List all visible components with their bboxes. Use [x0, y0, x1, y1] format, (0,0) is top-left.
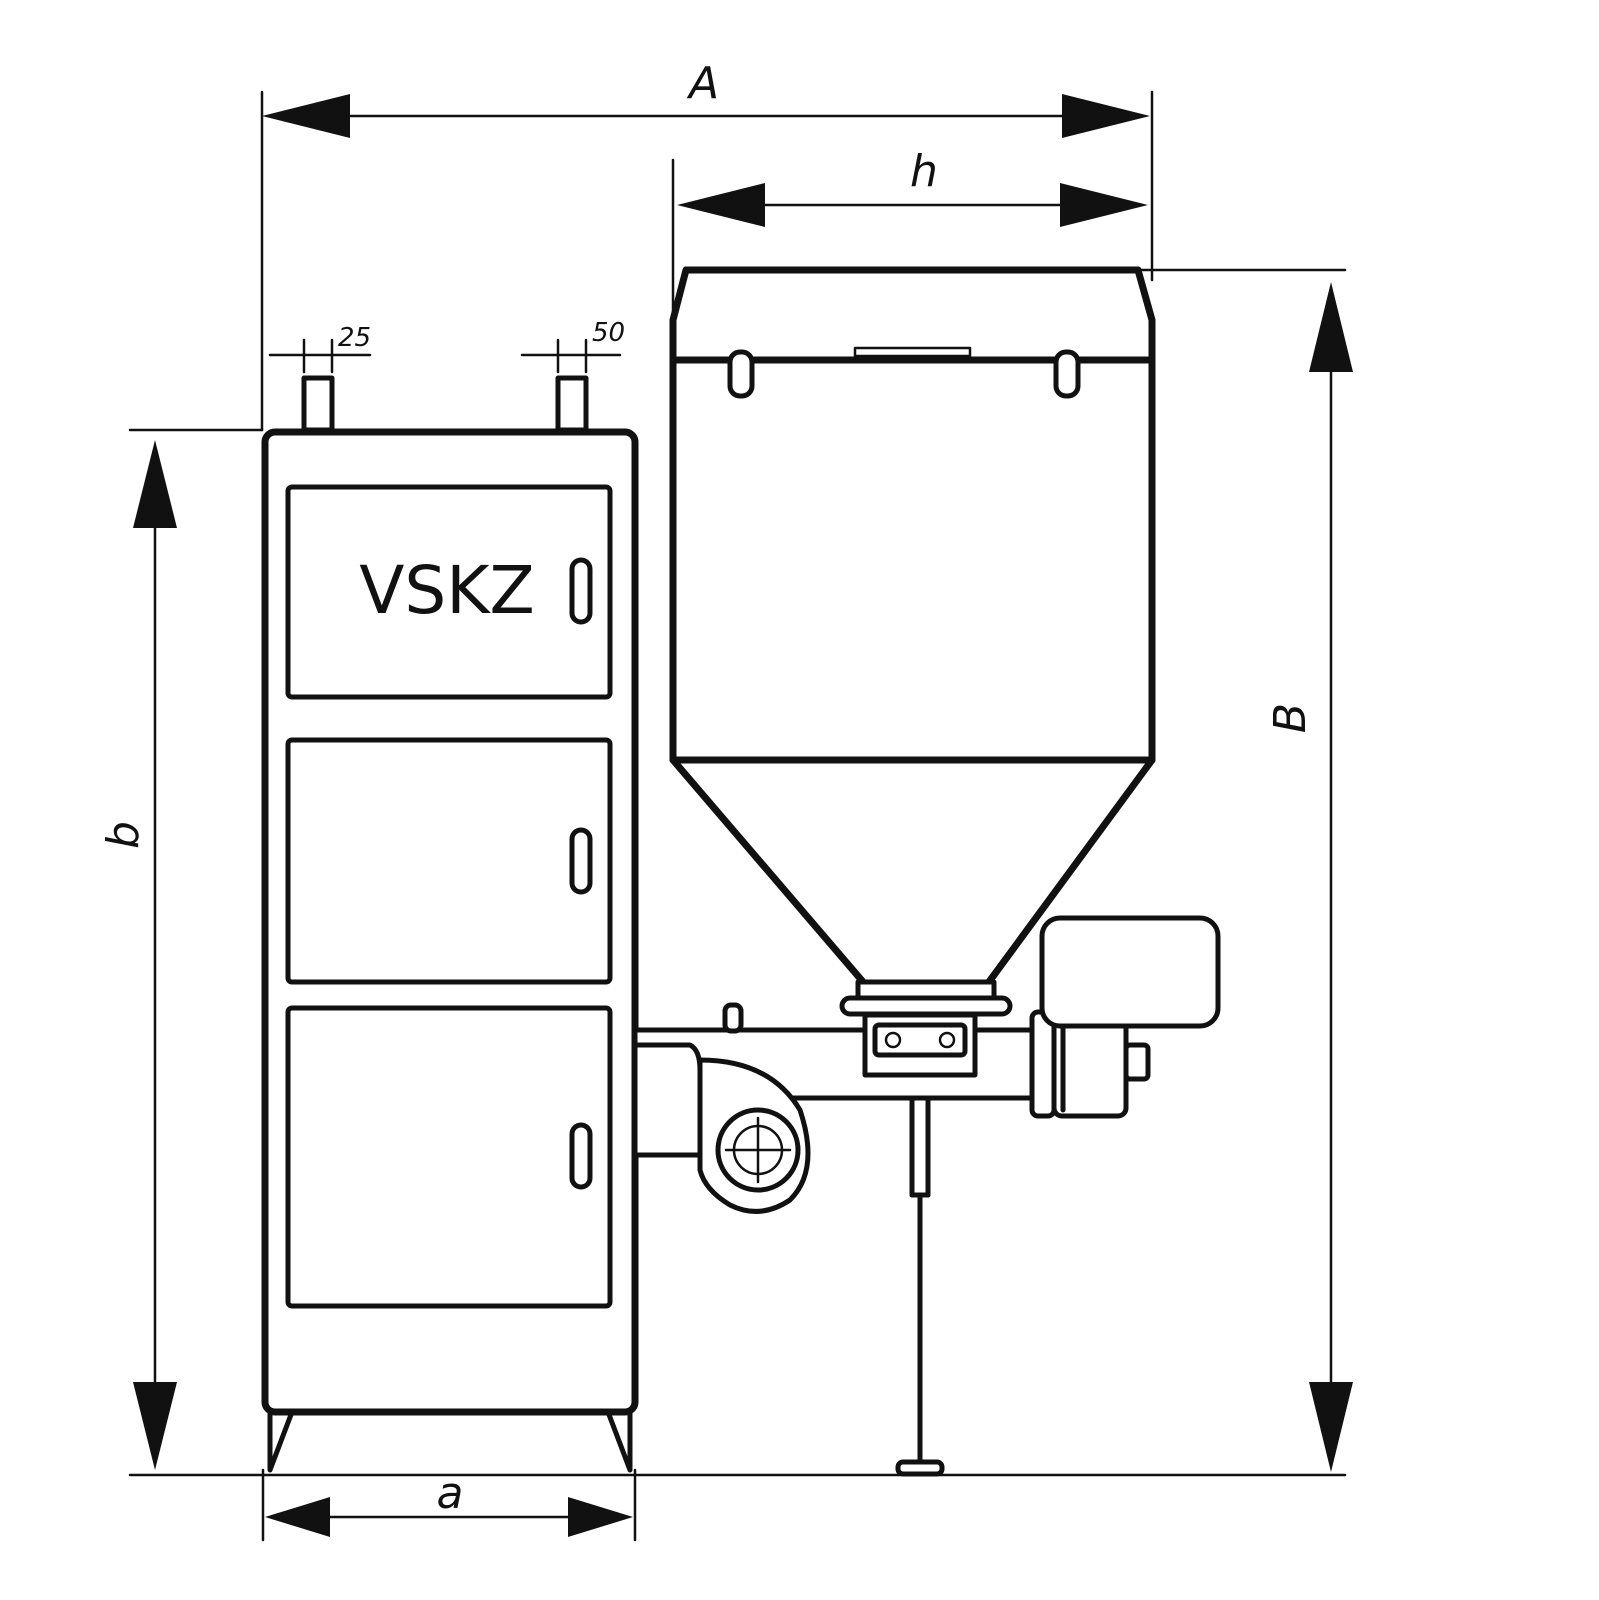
pipe-size-label-left: 25 — [338, 323, 371, 353]
dimension-label-a: a — [437, 1468, 464, 1519]
pipe-size-label-right: 50 — [592, 318, 625, 348]
arrow-left — [262, 94, 350, 138]
boiler-door-top — [285, 484, 613, 700]
dimension-label-A: A — [686, 58, 719, 109]
hopper-lid — [669, 266, 1156, 364]
arrow-left — [265, 1497, 330, 1537]
dimension-A: A — [260, 58, 1154, 432]
hopper-flange — [839, 995, 1013, 1017]
dimension-a: a — [261, 1468, 637, 1542]
feeder-coupling-plate — [872, 1022, 968, 1058]
boiler: 25 50 VSKZ — [261, 318, 639, 1473]
pipe-connection-right: 50 — [520, 318, 625, 433]
fan-icon — [715, 1107, 801, 1193]
arrow-left — [677, 183, 765, 227]
door-handle-top — [569, 557, 593, 625]
gearbox-box — [1039, 915, 1221, 1029]
pipe-connection-left: 25 — [268, 323, 372, 433]
dimension-label-b: b — [98, 821, 149, 849]
dimension-b: b — [98, 428, 264, 1470]
support-leg — [895, 1095, 945, 1477]
arrow-up — [133, 440, 177, 528]
lid-clip-left — [727, 349, 755, 399]
pellet-hopper — [669, 266, 1156, 1017]
dimension-B: B — [1138, 268, 1353, 1472]
boiler-door-middle — [285, 737, 613, 985]
boiler-door-bottom — [285, 1005, 613, 1309]
boiler-leg-right — [605, 1409, 633, 1473]
hopper-body — [669, 356, 1156, 764]
lid-clip-right — [1053, 349, 1081, 399]
boiler-leg-left — [267, 1409, 295, 1473]
motor-flange — [1029, 1009, 1057, 1119]
motor-shaft-cap — [1123, 1042, 1151, 1082]
brand-label: VSKZ — [359, 552, 535, 629]
arrow-right — [1060, 183, 1148, 227]
lid-slot — [853, 346, 972, 358]
arrow-down — [133, 1382, 177, 1470]
arrow-up — [1309, 282, 1353, 372]
bolt-left — [884, 1031, 902, 1049]
dimension-label-h: h — [910, 146, 938, 197]
auger-inspection-stub — [722, 1002, 744, 1034]
dimension-label-B: B — [1265, 703, 1316, 733]
arrow-right — [568, 1497, 633, 1537]
door-handle-bottom — [569, 1122, 593, 1190]
arrow-right — [1062, 94, 1150, 138]
arrow-down — [1309, 1382, 1353, 1472]
leg-foot — [895, 1459, 945, 1477]
feeder-assembly — [632, 915, 1221, 1477]
fan-housing — [632, 1042, 703, 1158]
dimension-h: h — [671, 146, 1148, 322]
bolt-right — [938, 1031, 956, 1049]
door-handle-middle — [569, 827, 593, 895]
